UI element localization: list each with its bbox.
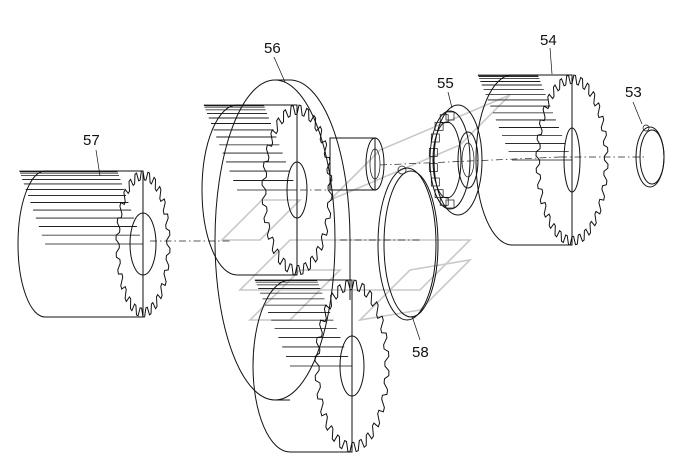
bearing-roller [434, 121, 444, 131]
ring-58 [377, 165, 439, 321]
label-55: 55 [437, 75, 454, 92]
planet-carrier-56 [201, 79, 390, 453]
gear-57 [17, 170, 171, 318]
center-axis-lines [150, 156, 645, 242]
label-53: 53 [625, 84, 642, 101]
bearing-roller [445, 111, 455, 121]
snap-ring-53 [635, 124, 665, 188]
gear-54 [475, 74, 609, 246]
label-58: 58 [412, 344, 429, 361]
label-57: 57 [83, 132, 100, 149]
callout-labels: 57 56 55 54 53 58 [83, 32, 642, 361]
bearing-roller [445, 199, 455, 209]
label-54: 54 [540, 32, 557, 49]
leader-lines [95, 47, 643, 341]
bearing-roller [428, 148, 438, 157]
watermark-logo [220, 94, 511, 322]
bearing-roller [439, 114, 449, 124]
bearing-roller [430, 133, 440, 143]
bearing-roller [439, 196, 449, 206]
bearing-55 [428, 104, 483, 216]
bearing-roller [434, 189, 444, 199]
bearing-roller [430, 177, 440, 187]
label-56: 56 [264, 40, 281, 57]
bearing-roller [428, 163, 438, 172]
